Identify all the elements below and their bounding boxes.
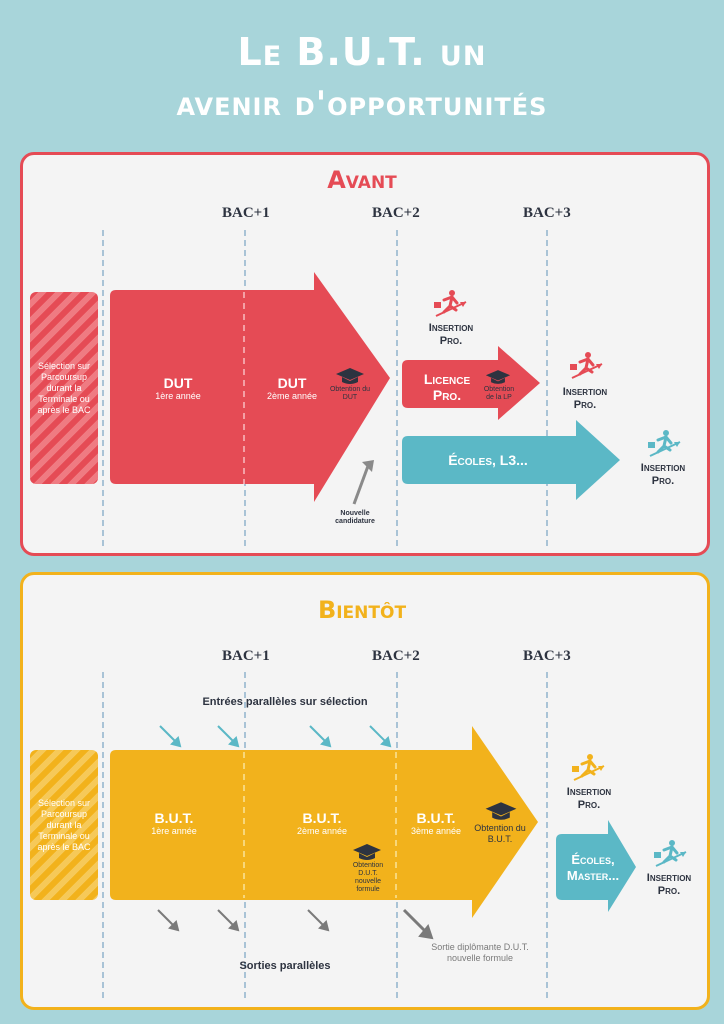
insertion-5-line2: Pro. (657, 885, 681, 897)
insertion-1-line1: Insertion (428, 322, 474, 334)
insertion-label-3: Insertion Pro. (630, 462, 696, 488)
graduation-cap-icon (353, 844, 381, 860)
insertion-1-line2: Pro. (439, 335, 463, 347)
but1-subtitle: 1ère année (151, 826, 197, 836)
runner-icon (654, 840, 687, 867)
dut2-subtitle: 2ème année (266, 391, 318, 401)
but2-subtitle: 2ème année (296, 826, 348, 836)
insertion-label-2: Insertion Pro. (552, 386, 618, 412)
avant-selection-box: Sélection sur Parcoursup durant la Termi… (30, 292, 98, 484)
insertion-2-line1: Insertion (562, 386, 608, 398)
obtention-but-text: Obtention du B.U.T. (474, 823, 526, 844)
bientot-selection-text: Sélection sur Parcoursup durant la Termi… (37, 797, 91, 852)
but-arrow (110, 726, 538, 918)
graduation-cap-icon (336, 368, 364, 384)
exit-arrows (157, 908, 434, 940)
runner-icon (434, 290, 467, 317)
avant-title: Avant (327, 166, 397, 194)
avant-selection-text: Sélection sur Parcoursup durant la Termi… (37, 360, 91, 415)
but2-title: B.U.T. (302, 810, 342, 826)
dut1-subtitle: 1ère année (155, 391, 201, 401)
avant-divider-3 (546, 230, 548, 546)
insertion-label-5: Insertion Pro. (636, 872, 702, 898)
dut-arrow (110, 272, 390, 502)
bientot-selection-box: Sélection sur Parcoursup durant la Termi… (30, 750, 98, 900)
ecoles-master-line2: Master... (566, 868, 620, 883)
but3-label: B.U.T. 3ème année (398, 810, 474, 836)
licence-arrow (402, 346, 540, 420)
bientot-bac2: BAC+2 (372, 648, 420, 664)
licence-line1: Licence (423, 371, 471, 387)
obtention-dut-text: Obtention du DUT (329, 386, 371, 401)
page-title-line1: Le B.U.T. un (237, 30, 487, 74)
ecoles-master-label: Écoles, Master... (560, 852, 626, 884)
bientot-bac3: BAC+3 (523, 648, 571, 664)
but1-title: B.U.T. (154, 810, 194, 826)
licence-label: Licence Pro. (418, 371, 476, 403)
bientot-divider-3 (546, 672, 548, 998)
ecoles-l3-label: Écoles, L3... (448, 452, 528, 468)
ecoles-arrow (402, 420, 620, 500)
but1-label: B.U.T. 1ère année (136, 810, 212, 836)
runner-icon (570, 352, 603, 379)
insertion-label-4: Insertion Pro. (556, 786, 622, 812)
insertion-4-line2: Pro. (577, 799, 601, 811)
graduation-cap-icon (485, 802, 517, 820)
nouvelle-candidature-text: Nouvelle candidature (335, 510, 375, 525)
insertion-4-line1: Insertion (566, 786, 612, 798)
but2-label: B.U.T. 2ème année (284, 810, 360, 836)
dut1-title: DUT (163, 375, 193, 391)
dut1-label: DUT 1ère année (140, 375, 216, 401)
ecoles-master-arrow (556, 820, 636, 912)
avant-bac1: BAC+1 (222, 205, 270, 221)
sortie-diplomante-text: Sortie diplômante D.U.T. nouvelle formul… (431, 942, 529, 963)
but3-title: B.U.T. (416, 810, 456, 826)
obtention-lp-text: Obtention de la LP (483, 386, 515, 401)
entrees-paralleles-text: Entrées parallèles sur sélection (202, 696, 368, 708)
candidature-arrow (352, 465, 370, 505)
runner-icon (572, 754, 605, 781)
avant-bac2: BAC+2 (372, 205, 420, 221)
but3-subtitle: 3ème année (410, 826, 462, 836)
dut2-label: DUT 2ème année (254, 375, 330, 401)
insertion-label-1: Insertion Pro. (418, 322, 484, 348)
bientot-bac1: BAC+1 (222, 648, 270, 664)
ecoles-master-line1: Écoles, (571, 852, 615, 867)
avant-divider-2 (396, 230, 398, 546)
runner-icon (648, 430, 681, 457)
insertion-3-line1: Insertion (640, 462, 686, 474)
graduation-cap-icon (485, 370, 511, 384)
obtention-dut-nf-text: Obtention D.U.T. nouvelle formule (352, 862, 384, 893)
dut2-title: DUT (277, 375, 307, 391)
insertion-5-line1: Insertion (646, 872, 692, 884)
bientot-divider-0 (102, 672, 104, 998)
sorties-paralleles-text: Sorties parallèles (239, 960, 331, 972)
avant-divider-0 (102, 230, 104, 546)
avant-bac3: BAC+3 (523, 205, 571, 221)
licence-line2: Pro. (432, 387, 462, 403)
insertion-3-line2: Pro. (651, 475, 675, 487)
insertion-2-line2: Pro. (573, 399, 597, 411)
bientot-title: Bientôt (317, 596, 407, 624)
entry-arrows (159, 725, 392, 748)
page-title-line2: avenir d'opportunités (176, 84, 548, 124)
